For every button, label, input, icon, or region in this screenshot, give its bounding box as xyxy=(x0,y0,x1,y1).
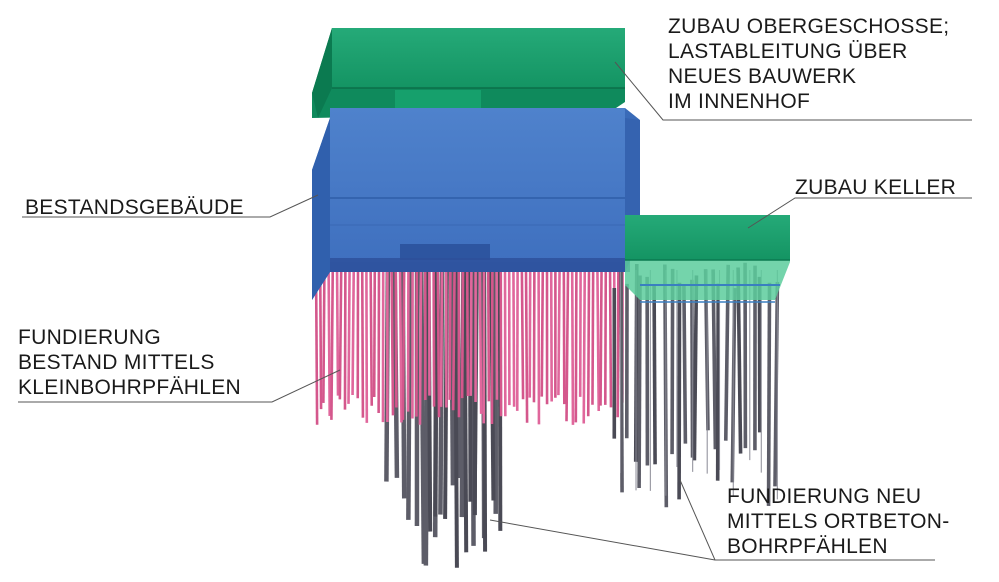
label-line: FUNDIERUNG xyxy=(18,326,161,349)
micropile xyxy=(616,265,620,418)
bored-pile xyxy=(619,268,624,493)
micropile xyxy=(327,269,332,416)
micropile xyxy=(557,266,561,396)
micropile xyxy=(335,262,340,396)
micropile xyxy=(330,264,335,420)
micropile xyxy=(369,264,374,406)
micropile xyxy=(360,262,365,418)
micropile xyxy=(565,271,570,422)
leader-bestand xyxy=(22,194,319,218)
bored-pile xyxy=(462,259,469,553)
micropile xyxy=(465,265,470,396)
leader-zubau-og xyxy=(614,61,972,121)
basement-addition xyxy=(625,215,790,303)
micropile xyxy=(418,266,423,425)
upper-floor-addition xyxy=(312,28,625,118)
micropile xyxy=(512,263,516,407)
micropile xyxy=(401,268,406,420)
micropile xyxy=(570,270,575,425)
micropile xyxy=(436,264,441,418)
label-upper-floor-addition: ZUBAU OBERGESCHOSSE; LASTABLEITUNG ÜBER … xyxy=(668,14,949,114)
micropile xyxy=(394,270,398,408)
bored-pile xyxy=(449,256,456,486)
micropile xyxy=(347,264,351,404)
micropile xyxy=(591,263,595,405)
micropile xyxy=(574,267,578,423)
micropile xyxy=(486,262,491,402)
existing-building xyxy=(312,108,640,300)
label-line: BESTAND MITTELS xyxy=(18,351,215,374)
micropile xyxy=(460,270,465,399)
micropile xyxy=(540,267,545,397)
bored-pile xyxy=(692,275,699,461)
bored-pile xyxy=(766,282,772,506)
label-line: NEUES BAUWERK xyxy=(668,65,857,88)
label-existing-building: BESTANDSGEBÄUDE xyxy=(25,195,244,220)
label-line: ZUBAU OBERGESCHOSSE; xyxy=(668,15,950,38)
label-existing-foundation: FUNDIERUNG BESTAND MITTELS KLEINBOHRPFÄH… xyxy=(18,325,241,400)
bored-pile xyxy=(715,283,721,481)
micropile xyxy=(562,262,566,405)
micropile xyxy=(608,263,613,408)
label-line: BESTANDSGEBÄUDE xyxy=(25,196,244,219)
micropile xyxy=(439,267,444,407)
micropile xyxy=(586,268,591,417)
label-basement-addition: ZUBAU KELLER xyxy=(795,175,956,200)
label-line: MITTELS ORTBETON- xyxy=(727,510,950,533)
micropile xyxy=(318,267,323,410)
micropile xyxy=(398,269,403,423)
micropile xyxy=(603,263,608,405)
micropile xyxy=(322,270,326,403)
label-line: FUNDIERUNG NEU xyxy=(727,485,922,508)
label-line: LASTABLEITUNG ÜBER xyxy=(668,40,908,63)
micropile xyxy=(351,263,356,396)
bored-pile xyxy=(652,285,657,465)
bored-pile xyxy=(433,259,439,517)
leader-lines xyxy=(18,61,972,561)
label-line: IM INNENHOF xyxy=(668,90,811,113)
micropile xyxy=(520,262,525,400)
micropile xyxy=(582,264,587,424)
micropile xyxy=(390,271,395,416)
micropile xyxy=(469,270,473,396)
bored-pile xyxy=(637,275,642,488)
micropile xyxy=(478,264,483,414)
micropile xyxy=(599,262,603,406)
leader-zubau-keller xyxy=(747,197,972,229)
leader-fund-neu-b xyxy=(489,519,716,561)
micropile xyxy=(338,270,343,400)
micropile xyxy=(448,262,452,400)
label-line: BOHRPFÄHLEN xyxy=(727,535,888,558)
leader-fund-bestand xyxy=(18,369,341,403)
label-line: KLEINBOHRPFÄHLEN xyxy=(18,376,242,399)
label-line: ZUBAU KELLER xyxy=(795,176,957,199)
micropile xyxy=(372,262,377,398)
micropile xyxy=(596,266,601,411)
micropile xyxy=(524,269,529,423)
label-new-foundation: FUNDIERUNG NEU MITTELS ORTBETON- BOHRPFÄ… xyxy=(727,484,950,559)
bored-pile xyxy=(682,285,688,444)
micropile xyxy=(451,266,456,411)
